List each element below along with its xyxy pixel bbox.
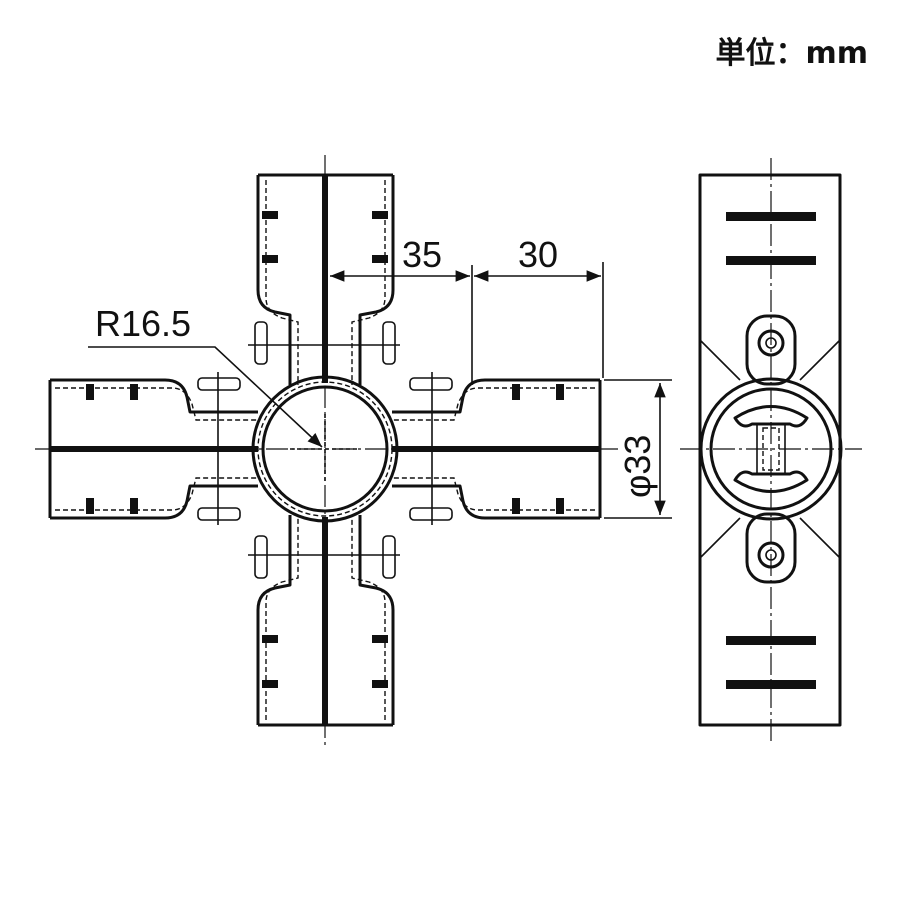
diameter-dimension: φ33 xyxy=(604,379,672,519)
diameter-label: φ33 xyxy=(617,435,658,498)
central-hub xyxy=(251,375,399,523)
radius-dimension: R16.5 xyxy=(88,303,323,448)
bottom-arm xyxy=(248,515,400,727)
top-arm xyxy=(248,173,400,385)
dimension-30-label: 30 xyxy=(518,234,558,275)
length-dimensions: 35 30 xyxy=(330,234,604,385)
right-arm xyxy=(392,372,602,525)
side-view xyxy=(680,158,862,742)
radius-label: R16.5 xyxy=(95,303,191,344)
left-arm xyxy=(48,372,258,525)
dimension-35-label: 35 xyxy=(402,234,442,275)
front-view: R16.5 35 30 φ33 xyxy=(35,155,672,745)
unit-label: 単位：mm xyxy=(715,36,868,71)
